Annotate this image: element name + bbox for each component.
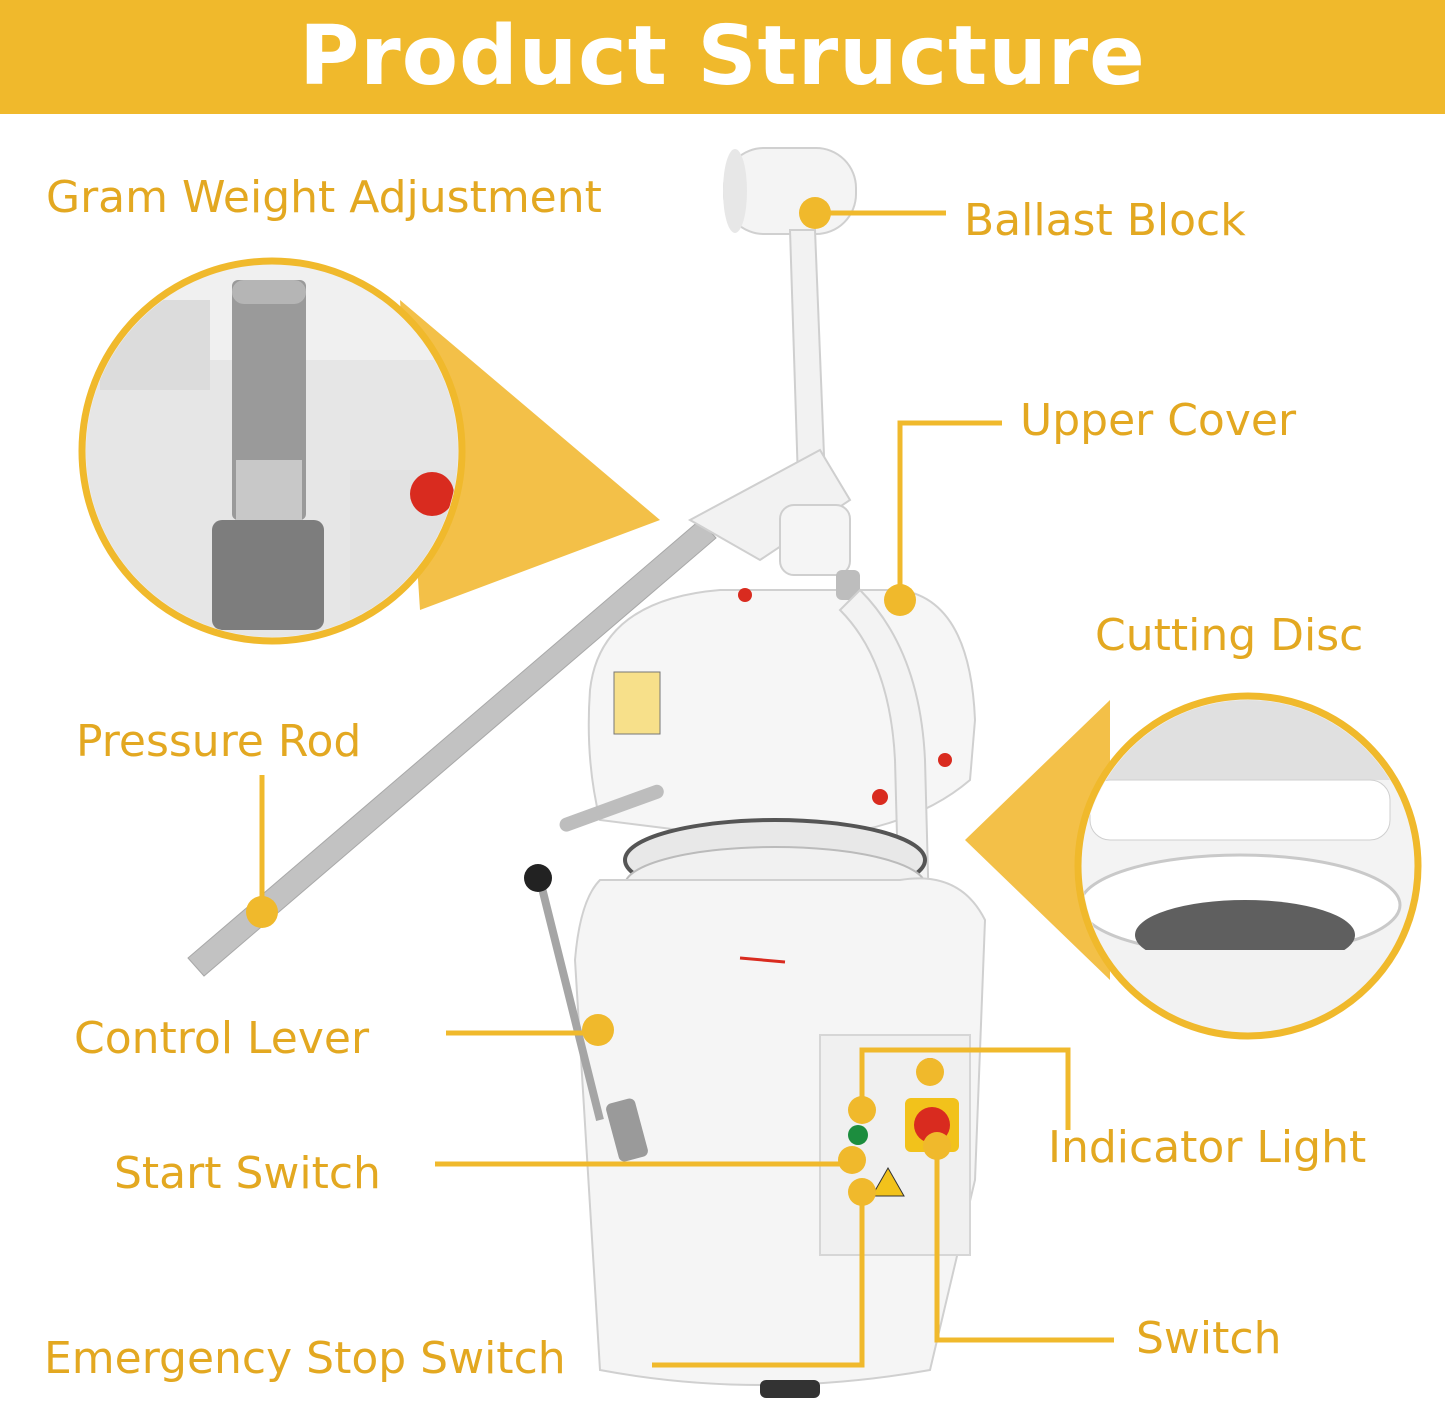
- dough-divider-machine: [187, 147, 987, 1398]
- label-pressure-rod: Pressure Rod: [76, 716, 362, 767]
- page-title: Product Structure: [299, 9, 1146, 104]
- label-upper-cover: Upper Cover: [1020, 395, 1297, 446]
- label-cutting-disc: Cutting Disc: [1095, 610, 1364, 661]
- label-indicator-light: Indicator Light: [1048, 1122, 1367, 1173]
- label-emergency-stop-switch: Emergency Stop Switch: [44, 1333, 566, 1384]
- header-banner: Product Structure: [0, 0, 1445, 114]
- label-switch: Switch: [1136, 1313, 1282, 1364]
- label-gram-weight-adjustment: Gram Weight Adjustment: [46, 172, 602, 223]
- label-start-switch: Start Switch: [114, 1148, 381, 1199]
- leader-dots: [246, 197, 951, 1206]
- detail-wedge-right: [965, 700, 1110, 980]
- detail-wedge-left: [400, 300, 660, 610]
- cutting-disc-detail: [1074, 692, 1422, 1040]
- gram-weight-detail: [78, 257, 466, 645]
- label-ballast-block: Ballast Block: [964, 195, 1246, 246]
- label-control-lever: Control Lever: [74, 1013, 370, 1064]
- leader-lines: [259, 210, 1114, 1368]
